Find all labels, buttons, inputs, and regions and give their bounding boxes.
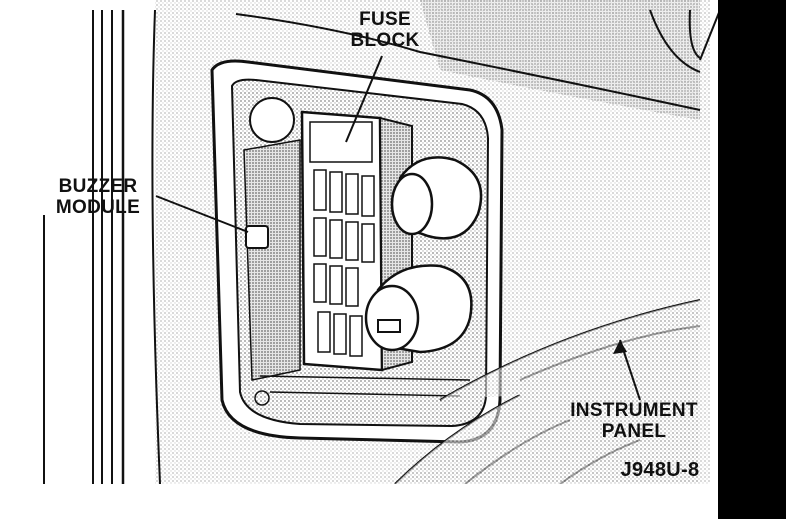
fuse — [361, 175, 375, 217]
fuse — [361, 223, 375, 263]
door-pillar-lines — [43, 9, 161, 485]
fuse — [333, 313, 347, 355]
upper-dash-shading — [420, 0, 700, 120]
dash-edge-lines — [235, 9, 721, 111]
fuse-block-label: FUSE BLOCK — [340, 9, 430, 51]
fuse-block-leader — [345, 55, 383, 143]
base-plate-lines — [254, 375, 471, 406]
cavity-shadow — [243, 139, 301, 381]
panel-shading — [395, 300, 700, 484]
fuse — [313, 217, 327, 257]
buzzer-module-shape — [245, 225, 269, 249]
figure-code: J948U-8 — [620, 459, 700, 481]
relay-cylinders — [364, 156, 483, 354]
fuse — [345, 267, 359, 307]
fuse-block-label-line1: FUSE — [359, 9, 411, 30]
fuse — [329, 219, 343, 259]
fuse — [329, 265, 343, 305]
fuse-block-label-line2: BLOCK — [350, 30, 420, 51]
fuse — [345, 173, 359, 215]
fuse — [329, 171, 343, 213]
buzzer-module-label-line1: BUZZER — [58, 176, 138, 197]
instrument-panel-label: INSTRUMENT PANEL — [560, 400, 708, 442]
buzzer-module-label-line2: MODULE — [55, 197, 141, 218]
fuse — [313, 169, 327, 211]
fuse — [349, 315, 363, 357]
rear-component — [249, 97, 295, 143]
fuse — [317, 311, 331, 353]
instrument-panel-label-line2: PANEL — [601, 421, 667, 442]
arrowhead — [613, 340, 627, 354]
fuse-array — [313, 169, 375, 357]
right-border-bar — [718, 0, 786, 519]
bottom-border-bar — [0, 484, 718, 519]
buzzer-module-leader — [155, 195, 249, 233]
instrument-panel-label-line1: INSTRUMENT — [570, 400, 698, 421]
fuse — [345, 221, 359, 261]
buzzer-module-label: BUZZER MODULE — [42, 176, 154, 218]
fuse — [313, 263, 327, 303]
